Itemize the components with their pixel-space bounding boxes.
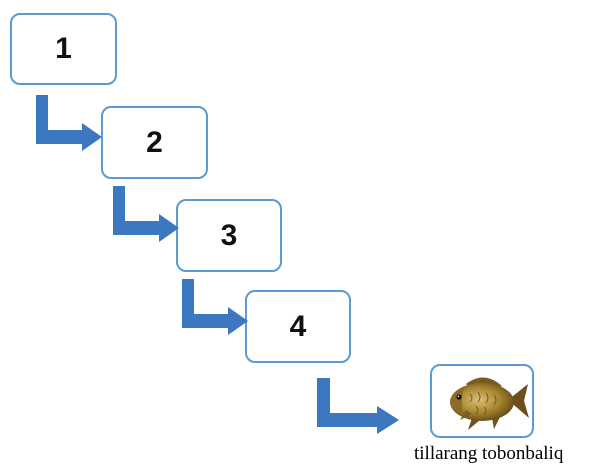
step-box-3: 3	[176, 199, 282, 272]
fish-caption: tillarang tobonbaliq	[414, 443, 564, 464]
bent-arrow-3-icon	[182, 279, 248, 335]
step-label-1: 1	[55, 32, 72, 65]
step-label-3: 3	[220, 218, 238, 252]
step-box-1: 1	[10, 13, 117, 85]
step-box-4: 4	[245, 290, 351, 363]
bent-arrow-4-icon	[317, 378, 399, 434]
bent-arrow-1-icon	[36, 95, 102, 151]
step-label-4: 4	[289, 309, 307, 343]
step-box-2: 2	[101, 106, 208, 179]
fish-icon	[450, 377, 529, 430]
bent-arrow-2-icon	[113, 186, 179, 242]
step-label-2: 2	[146, 125, 163, 159]
fish-image-box	[430, 364, 534, 438]
